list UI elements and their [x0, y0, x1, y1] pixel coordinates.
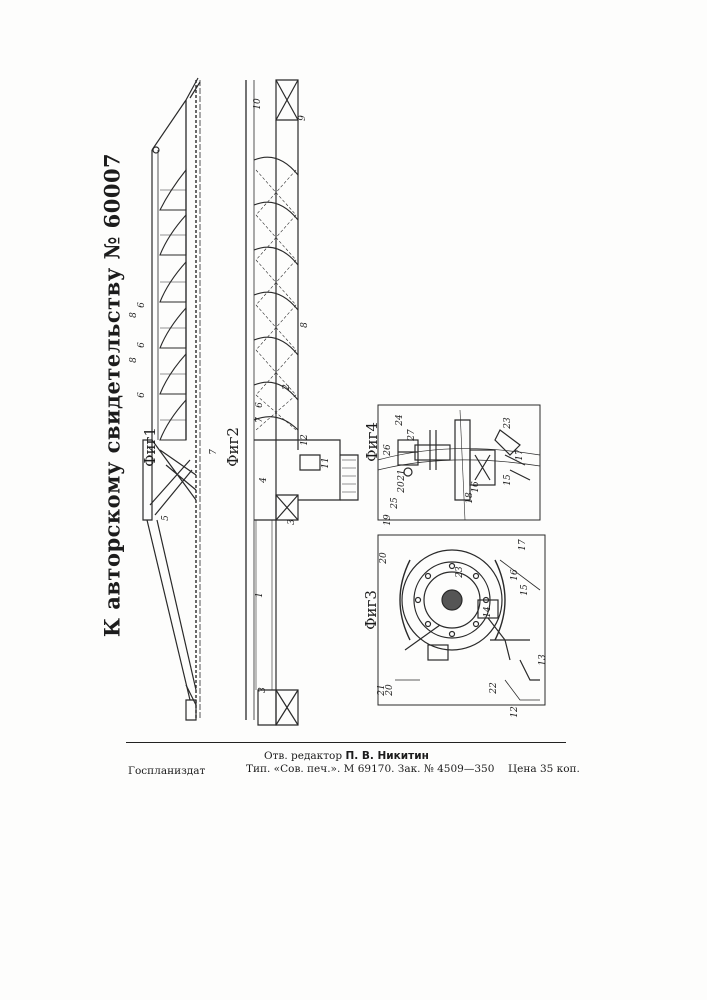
print-info: Тип. «Сов. печ.». М 69170. Зак. № 4509—3…: [246, 763, 494, 775]
figure-1-drawing: [143, 78, 200, 720]
editor-prefix: Отв. редактор: [264, 750, 342, 762]
editor-name: П. В. Никитин: [345, 750, 428, 762]
editor-line: Отв. редактор П. В. Никитин: [264, 750, 429, 762]
price: Цена 35 коп.: [508, 763, 580, 775]
footer-rule: [126, 742, 566, 743]
figure-3-drawing: [378, 535, 545, 705]
publisher: Госпланиздат: [128, 765, 205, 777]
